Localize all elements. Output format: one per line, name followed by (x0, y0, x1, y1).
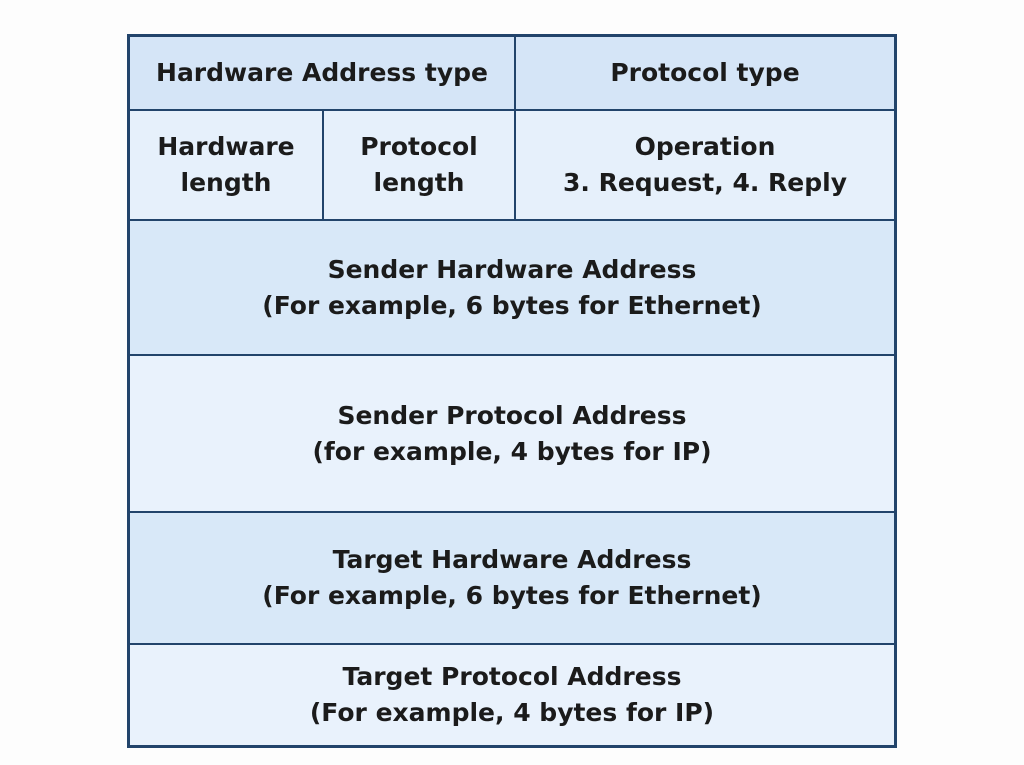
protocol-type-field: Protocol type (514, 37, 894, 109)
field-label: Target Hardware Address (332, 545, 692, 574)
target-hardware-address-row: Target Hardware Address (For example, 6 … (130, 511, 894, 643)
field-label: Sender Hardware Address (327, 254, 697, 284)
length-operation-row: Hardware length Protocol length Operatio… (130, 109, 894, 219)
sender-protocol-address-field: Sender Protocol Address (for example, 4 … (130, 356, 894, 511)
field-description: (for example, 4 bytes for IP) (312, 436, 712, 466)
field-label: Protocol (360, 132, 478, 161)
header-row: Hardware Address type Protocol type (130, 37, 894, 109)
sender-protocol-address-row: Sender Protocol Address (for example, 4 … (130, 354, 894, 511)
field-description: (For example, 4 bytes for IP) (309, 698, 715, 727)
hardware-length-field: Hardware length (130, 111, 322, 219)
field-description: (For example, 6 bytes for Ethernet) (262, 290, 762, 320)
field-label: Sender Protocol Address (337, 400, 687, 430)
target-protocol-address-field: Target Protocol Address (For example, 4 … (130, 645, 894, 745)
target-hardware-address-field: Target Hardware Address (For example, 6 … (130, 513, 894, 643)
field-description: 3. Request, 4. Reply (562, 168, 848, 197)
field-label: length (373, 168, 465, 197)
field-label: Protocol type (610, 58, 800, 87)
field-description: (For example, 6 bytes for Ethernet) (262, 581, 762, 610)
field-label: Operation (634, 132, 776, 161)
sender-hardware-address-field: Sender Hardware Address (For example, 6 … (130, 221, 894, 354)
target-protocol-address-row: Target Protocol Address (For example, 4 … (130, 643, 894, 745)
operation-field: Operation 3. Request, 4. Reply (514, 111, 894, 219)
field-label: Hardware (157, 132, 295, 161)
field-label: Target Protocol Address (342, 662, 682, 691)
sender-hardware-address-row: Sender Hardware Address (For example, 6 … (130, 219, 894, 354)
protocol-length-field: Protocol length (322, 111, 514, 219)
field-label: Hardware Address type (156, 58, 488, 87)
hardware-address-type-field: Hardware Address type (130, 37, 514, 109)
arp-packet-format-table: Hardware Address type Protocol type Hard… (127, 34, 897, 748)
field-label: length (180, 168, 272, 197)
